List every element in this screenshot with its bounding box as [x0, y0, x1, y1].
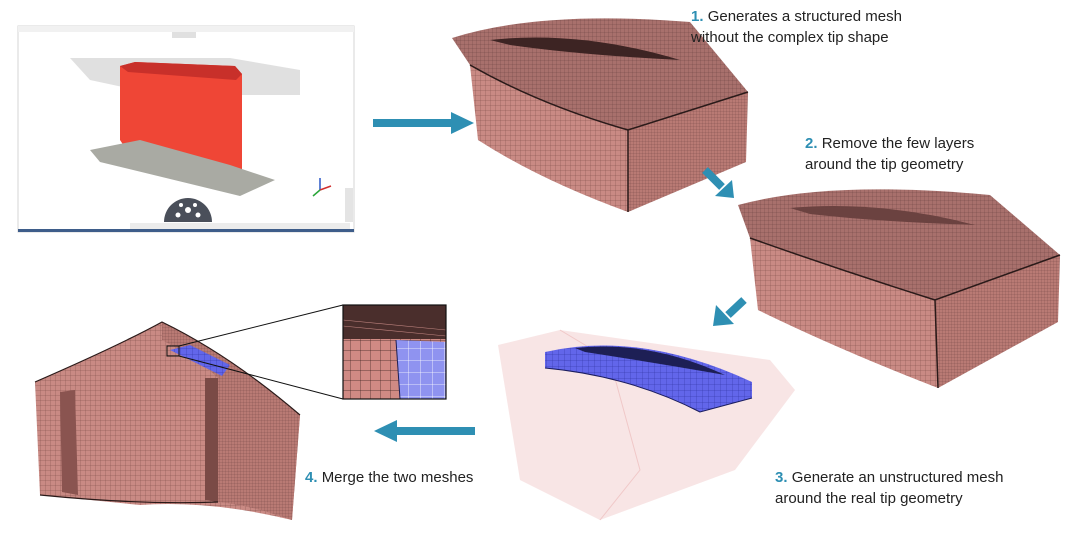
screenshot-toolbar: [172, 32, 196, 38]
arrow-down-right-icon: [702, 167, 734, 198]
view-cube-icon[interactable]: [164, 198, 212, 222]
step-1-label: 1. Generates a structured mesh without t…: [691, 6, 902, 48]
screenshot-statusbar: [130, 223, 350, 229]
arrow-down-left-icon: [713, 297, 747, 326]
step-2-number: 2.: [805, 135, 818, 152]
step-4-label: 4. Merge the two meshes: [305, 467, 473, 488]
step-2-line2: around the tip geometry: [805, 156, 964, 173]
step-1-line2: without the complex tip shape: [691, 29, 889, 46]
arrow-left-icon: [374, 420, 475, 442]
step-4-line1: Merge the two meshes: [321, 469, 474, 486]
arrow-right-icon: [373, 112, 474, 134]
step-2-label: 2. Remove the few layers around the tip …: [805, 133, 974, 175]
step-3-label: 3. Generate an unstructured mesh around …: [775, 467, 1003, 509]
axis-triad-icon: [312, 178, 332, 197]
step-3-line1: Generate an unstructured mesh: [791, 469, 1004, 486]
merged-mesh: [34, 304, 344, 520]
screenshot-side-toolbar: [345, 188, 353, 222]
step-3-line2: around the real tip geometry: [775, 490, 963, 507]
mesh-block-structured: [452, 18, 749, 212]
zoom-inset: [342, 304, 447, 400]
unstructured-tip-mesh: [498, 329, 795, 521]
step-1-line1: Generates a structured mesh: [707, 8, 902, 25]
step-4-number: 4.: [305, 469, 318, 486]
step-1-number: 1.: [691, 8, 704, 25]
step-3-number: 3.: [775, 469, 788, 486]
cad-screenshot: [17, 25, 355, 233]
mesh-block-trimmed: [738, 189, 1061, 389]
step-2-line1: Remove the few layers: [821, 135, 975, 152]
